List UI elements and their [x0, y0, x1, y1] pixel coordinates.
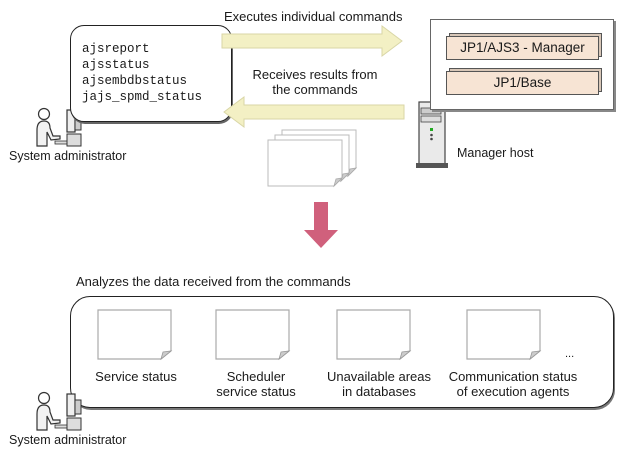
- manager-host-server-icon: [416, 101, 448, 168]
- command-item: jajs_spmd_status: [82, 90, 203, 104]
- host-label: Manager host: [457, 146, 534, 160]
- admin-label-top: System administrator: [9, 149, 127, 163]
- more-items-ellipsis: ...: [565, 348, 575, 360]
- manager-host-box: JP1/AJS3 - Manager JP1/Base: [430, 19, 614, 110]
- document-icon: [336, 309, 412, 361]
- document-icon: [215, 309, 291, 361]
- system-administrator-icon: [36, 107, 82, 147]
- command-item: ajsembdbstatus: [82, 74, 188, 88]
- receive-arrow: [223, 96, 405, 128]
- document-icon: [97, 309, 173, 361]
- execute-label: Executes individual commands: [224, 9, 403, 24]
- down-arrow-icon: [304, 202, 338, 248]
- commands-bubble: ajsreport ajsstatus ajsembdbstatus jajs_…: [70, 25, 232, 122]
- document-icon: [466, 309, 542, 361]
- execute-arrow: [221, 25, 403, 57]
- receive-label: Receives results from the commands: [252, 67, 378, 97]
- system-administrator-icon: [36, 391, 82, 431]
- product-jp1-ajs3-manager: JP1/AJS3 - Manager: [446, 36, 599, 60]
- admin-label-bottom: System administrator: [9, 433, 127, 447]
- command-item: ajsstatus: [82, 58, 150, 72]
- command-item: ajsreport: [82, 42, 150, 56]
- analysis-box: Service status Scheduler service status …: [70, 296, 614, 408]
- product-jp1-base: JP1/Base: [446, 71, 599, 95]
- analyze-label: Analyzes the data received from the comm…: [76, 274, 351, 289]
- result-documents-icon: [267, 129, 358, 188]
